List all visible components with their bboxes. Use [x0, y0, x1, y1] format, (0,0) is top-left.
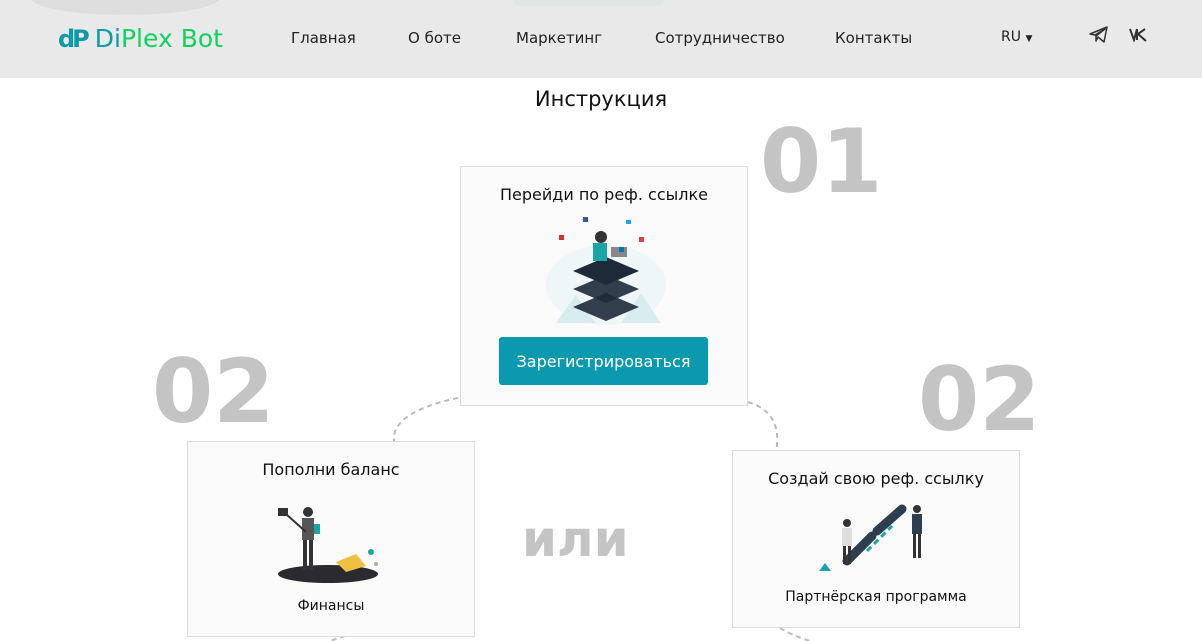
step-number: 02 — [152, 340, 275, 443]
page-title: Инструкция — [534, 87, 668, 111]
or-label: или — [522, 510, 629, 568]
card-caption: Финансы — [297, 598, 365, 614]
nav-marketing[interactable]: Маркетинг — [516, 29, 603, 47]
card-caption: Партнёрская программа — [785, 589, 967, 605]
nav-cooperation[interactable]: Сотрудничество — [655, 29, 785, 47]
finance-illustration — [278, 507, 378, 583]
logo[interactable]: dP DiPlex Bot — [58, 24, 223, 53]
vk-icon[interactable] — [1129, 28, 1149, 42]
logo-icon: dP — [58, 24, 90, 53]
nav-contacts[interactable]: Контакты — [835, 29, 913, 47]
language-select[interactable]: RU ▼ — [1001, 29, 1033, 45]
card-title: Создай свою реф. ссылку — [768, 469, 984, 488]
step-card-create-link: Создай свою реф. ссылку Партнёрская прог… — [732, 450, 1020, 628]
nav-home[interactable]: Главная — [291, 29, 356, 47]
background-blob — [30, 0, 220, 15]
telegram-icon[interactable] — [1089, 26, 1109, 44]
background-blob — [514, 0, 664, 6]
nav-about[interactable]: О боте — [408, 29, 461, 47]
partner-illustration — [819, 504, 922, 571]
card-title: Перейди по реф. ссылке — [500, 185, 708, 204]
step-number: 01 — [760, 110, 883, 213]
step-number: 02 — [918, 348, 1041, 451]
header: dP DiPlex Bot Главная О боте Маркетинг С… — [0, 0, 1202, 78]
step-card-referral: Перейди по реф. ссылке Зарегистрироватьс… — [460, 166, 748, 406]
social-illustration — [546, 217, 666, 325]
caret-down-icon: ▼ — [1025, 34, 1033, 44]
step-card-balance: Пополни баланс Финансы — [187, 441, 475, 637]
register-button[interactable]: Зарегистрироваться — [499, 337, 708, 385]
card-title: Пополни баланс — [262, 460, 400, 479]
